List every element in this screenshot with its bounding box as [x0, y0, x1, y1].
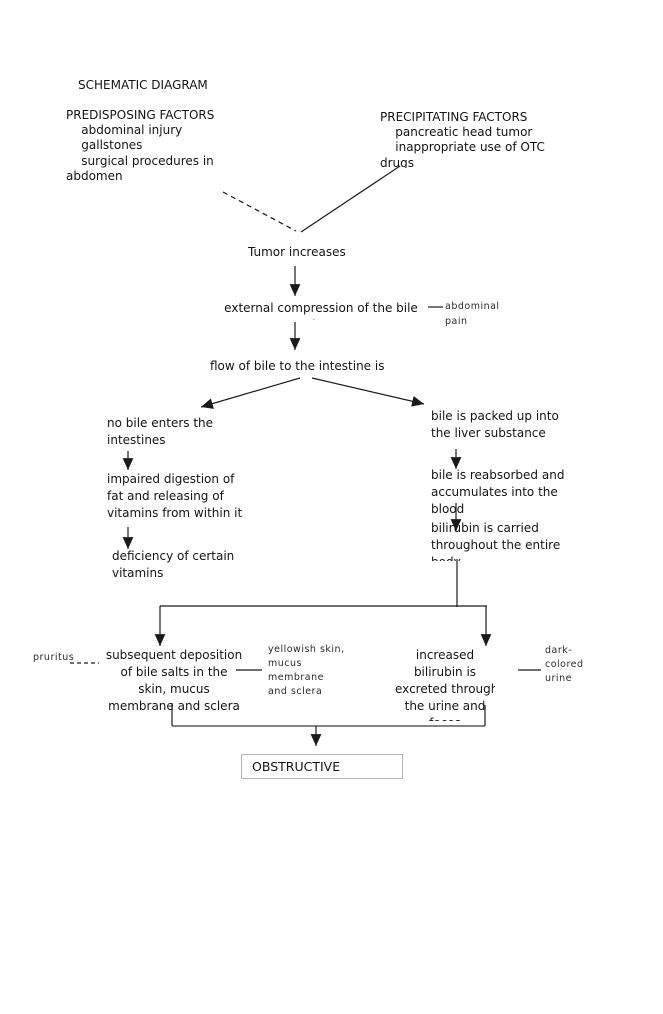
- arrow-flow-to-packed: [311, 377, 425, 407]
- node-bile-packed: bile is packed up into the liver substan…: [431, 409, 559, 440]
- predisposing-factors-block: PREDISPOSING FACTORS abdominal injury ga…: [66, 108, 215, 183]
- line-precipitating-to-tumor: [300, 165, 401, 233]
- node-bile-salt-deposition: subsequent deposition of bile salts in t…: [105, 648, 243, 710]
- node-bile-reabsorbed: bile is reabsorbed and accumulates into …: [431, 468, 565, 516]
- node-no-bile-enters: no bile enters the intestines: [107, 416, 214, 447]
- node-bilirubin-carried: bilirubin is carried throughout the enti…: [431, 521, 561, 561]
- arrow-flow-to-no-bile: [200, 377, 301, 409]
- result-label: OBSTRUCTIVE: [252, 759, 341, 774]
- node-flow-of-bile: flow of bile to the intestine is: [210, 359, 385, 373]
- annotation-yellowish-skin: yellowish skin, mucus membrane and scler…: [268, 644, 345, 697]
- node-impaired-digestion: impaired digestion of fat and releasing …: [107, 472, 243, 520]
- node-tumor-increases: Tumor increases: [248, 245, 346, 259]
- annotation-dark-urine: dark- colored urine: [545, 645, 584, 684]
- page-title: SCHEMATIC DIAGRAM: [78, 78, 208, 92]
- node-vitamin-deficiency: deficiency of certain vitamins: [112, 549, 235, 580]
- node-increased-bilirubin: increased bilirubin is excreted through …: [395, 648, 495, 721]
- line-predisposing-to-tumor: [222, 191, 297, 232]
- node-external-compression: external compression of the bile duct: [224, 301, 418, 320]
- annotation-pruritus: pruritus: [33, 652, 75, 663]
- precipitating-factors-block: PRECIPITATING FACTORS pancreatic head tu…: [380, 110, 545, 168]
- annotation-abdominal-pain: abdominal pain: [445, 301, 500, 327]
- result-box: OBSTRUCTIVE: [241, 754, 403, 779]
